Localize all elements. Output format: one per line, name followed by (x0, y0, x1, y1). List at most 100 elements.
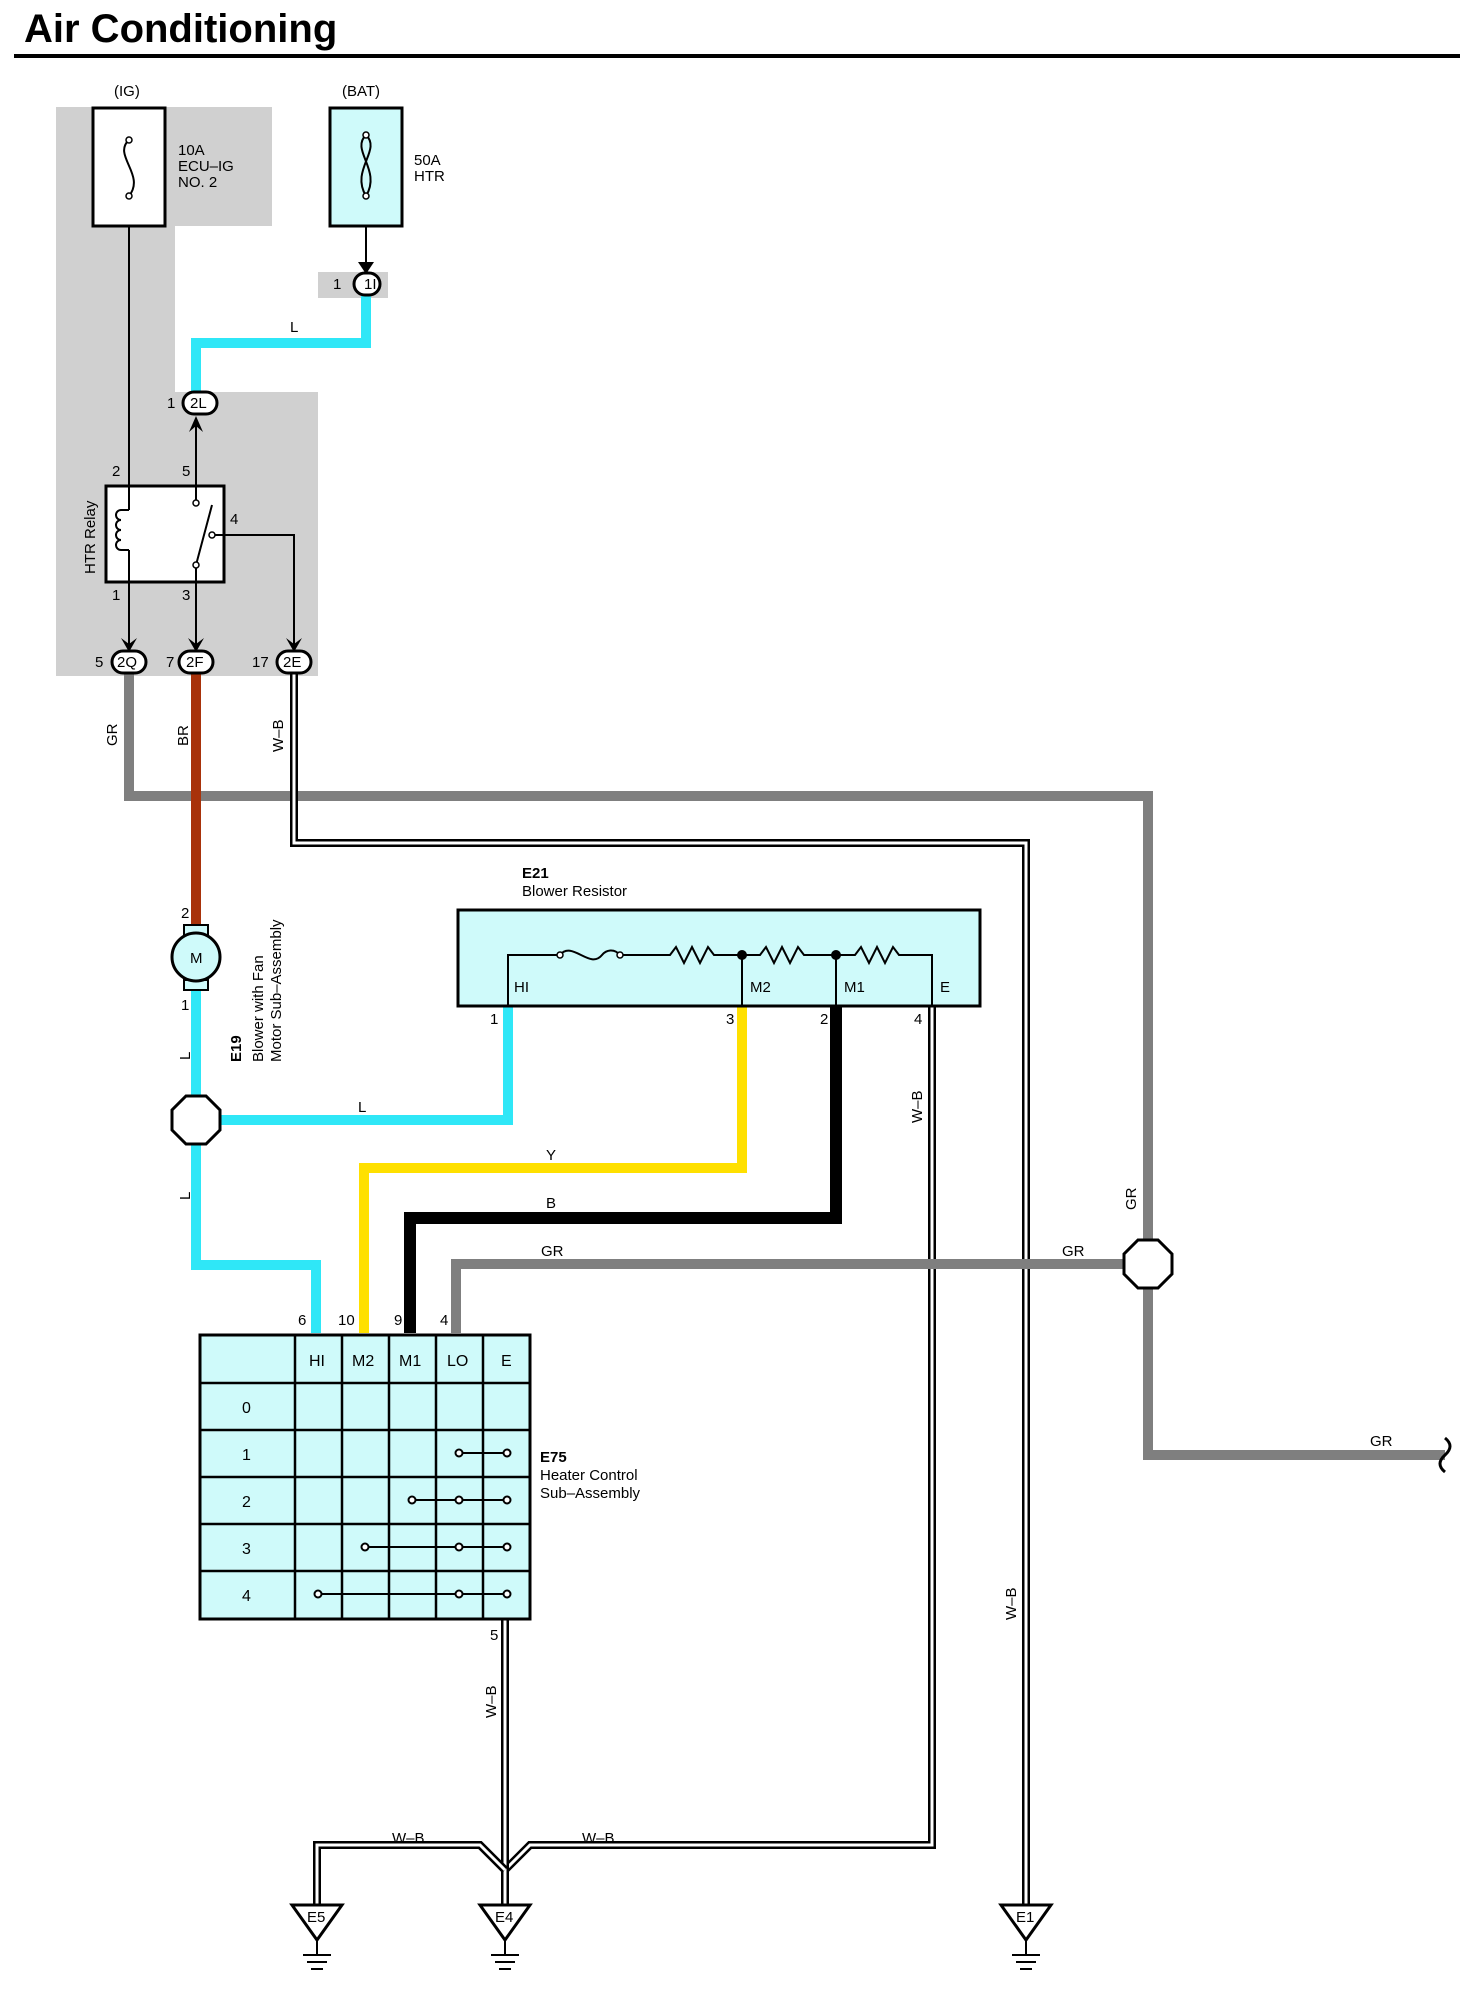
wire-label-GR-2Q: GR (104, 723, 121, 746)
ground-E5-label: E5 (307, 1909, 325, 1926)
ground-E1-label: E1 (1016, 1909, 1034, 1926)
wire-relay4-2E (224, 534, 295, 648)
heater-col-M1: M1 (399, 1353, 421, 1370)
heater-col-LO: LO (447, 1353, 468, 1370)
arrow-1I (358, 262, 374, 274)
connector-1I (352, 271, 382, 297)
relay-pin-1: 1 (112, 587, 120, 604)
wire-label-L-lower: L (177, 1192, 194, 1200)
fuse-ecu-ig (91, 106, 167, 228)
heater-row-2: 2 (242, 1494, 251, 1511)
wire-label-WB-heater: W–B (483, 1685, 500, 1718)
connector-2F-pin: 7 (166, 654, 174, 671)
wire-B (404, 1006, 842, 1333)
bat-label: (BAT) (342, 83, 380, 100)
ground-E1 (998, 1903, 1054, 1970)
ig-label: (IG) (114, 83, 140, 100)
resistor-pin-HI: 1 (490, 1011, 498, 1028)
heater-code: E75 (540, 1449, 567, 1466)
wire-label-GR-right: GR (1062, 1243, 1085, 1260)
resistor-pin-M1: 2 (820, 1011, 828, 1028)
wire-WB-E5 (313, 1841, 508, 1905)
splice-GR (1122, 1238, 1174, 1290)
resistor-pin-E: 4 (914, 1011, 922, 1028)
ground-E4 (477, 1903, 533, 1970)
connector-2L (181, 390, 219, 416)
wire-WB-resistor-E4 (502, 1006, 936, 1873)
wire-label-GR-heater: GR (541, 1243, 564, 1260)
heater-pin-M2: 10 (338, 1312, 355, 1329)
connector-2E (275, 649, 313, 675)
resistor-pin-M2: 3 (726, 1011, 734, 1028)
resistor-node-M1 (831, 950, 841, 960)
resistor-name: Blower Resistor (522, 883, 627, 900)
connector-1I-name: 1I (364, 276, 377, 293)
splice-L (170, 1094, 222, 1146)
wire-label-WB-E1: W–B (1003, 1587, 1020, 1620)
ground-E4-label: E4 (495, 1909, 513, 1926)
connector-1I-pin: 1 (333, 276, 341, 293)
arrow-2Q (121, 638, 137, 652)
resistor-internal-circuit (507, 944, 933, 1006)
blower-name-1: Blower with Fan (250, 955, 267, 1062)
wire-label-WB-2E: W–B (270, 719, 287, 752)
ground-E5 (289, 1903, 345, 1970)
relay-coil-icon (115, 486, 130, 582)
wire-break-symbol (1438, 1436, 1452, 1474)
heater-control-switch (198, 1333, 532, 1621)
resistor-terminal-E: E (940, 979, 950, 996)
wire-L-splice-heater (191, 1120, 321, 1333)
blower-name-2: Motor Sub–Assembly (268, 919, 285, 1062)
fuse-htr-name: HTR (414, 168, 445, 185)
fuse-ig-number: NO. 2 (178, 174, 217, 191)
wire-label-WB-E5: W–B (392, 1830, 425, 1847)
relay-pin-5: 5 (182, 463, 190, 480)
heater-col-HI: HI (309, 1353, 325, 1370)
connector-2F-name: 2F (186, 654, 204, 671)
wire-label-B: B (546, 1195, 556, 1212)
wire-label-L-top: L (290, 319, 298, 336)
arrow-2F (188, 638, 204, 652)
resistor-terminal-HI: HI (514, 979, 529, 996)
wire-label-L-blower: L (177, 1052, 194, 1060)
heater-row-0: 0 (242, 1400, 251, 1417)
connector-2E-pin: 17 (252, 654, 269, 671)
heater-row-1: 1 (242, 1447, 251, 1464)
blower-pin-bottom: 1 (181, 997, 189, 1014)
heater-pin-LO: 4 (440, 1312, 448, 1329)
blower-resistor (456, 908, 982, 1008)
wire-label-WB-resistor: W–B (909, 1090, 926, 1123)
heater-name-2: Sub–Assembly (540, 1485, 641, 1502)
wire-label-BR: BR (175, 725, 192, 746)
relay-name: HTR Relay (82, 500, 99, 574)
wire-L-1I-2L (191, 296, 371, 392)
connector-2F (177, 649, 215, 675)
motor-symbol: M (190, 950, 203, 967)
heater-col-M2: M2 (352, 1353, 374, 1370)
heater-row-4: 4 (242, 1588, 251, 1605)
connector-2E-name: 2E (283, 654, 301, 671)
fuse-ig-name: ECU–IG (178, 158, 234, 175)
arrow-2E (286, 638, 302, 652)
relay-pin-4: 4 (230, 511, 238, 528)
blower-pin-top: 2 (181, 905, 189, 922)
blower-motor (170, 924, 222, 991)
wire-GR-heater (451, 1259, 1148, 1333)
heater-name-1: Heater Control (540, 1467, 638, 1484)
heater-pin-E: 5 (490, 1627, 498, 1644)
fuse-htr-rating: 50A (414, 152, 441, 169)
heater-col-E: E (501, 1353, 512, 1370)
wire-L-splice-resistor (196, 1006, 513, 1125)
connector-2Q (110, 649, 148, 675)
relay-switch-icon (192, 486, 224, 582)
fuse-ig-rating: 10A (178, 142, 205, 159)
wire-Y (359, 1006, 747, 1333)
wire-label-L-mid: L (358, 1099, 366, 1116)
connector-2Q-name: 2Q (117, 654, 137, 671)
resistor-terminal-M2: M2 (750, 979, 771, 996)
relay-pin-3: 3 (182, 587, 190, 604)
relay-pin-2: 2 (112, 463, 120, 480)
wire-label-GR-vertical: GR (1123, 1187, 1140, 1210)
blower-code: E19 (228, 1035, 245, 1062)
